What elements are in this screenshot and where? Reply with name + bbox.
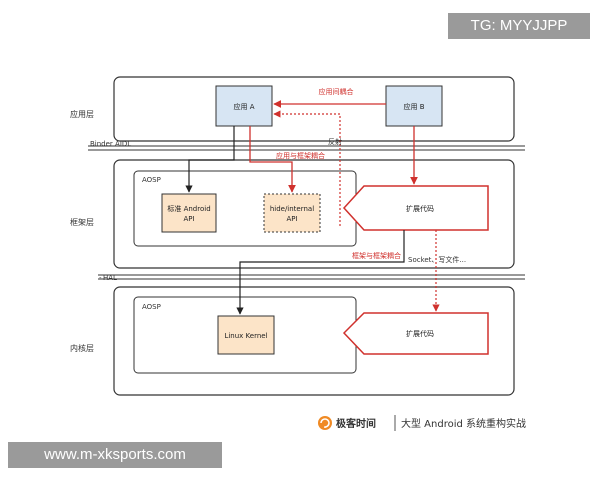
layer-label-framework: 框架层 [70, 217, 94, 227]
hide-api-label-2: API [286, 215, 297, 223]
socket-label: Socket、写文件... [408, 255, 466, 264]
linux-kernel-box [217, 315, 275, 355]
reflection-arrow [273, 110, 341, 226]
brand-course-title: 大型 Android 系统重构实战 [401, 417, 526, 430]
standard-api-label-2: API [183, 215, 194, 223]
kernel-layer-box [113, 286, 515, 396]
binder-label: Binder AIDL [90, 140, 131, 148]
framework-to-kernel-arrow [236, 230, 405, 315]
watermark-website: www.m-xksports.com [8, 442, 222, 468]
hal-label: HAL [103, 274, 117, 282]
app-coupling-label: 应用间耦合 [319, 87, 354, 96]
app-a-to-hide-api-arrow [249, 126, 296, 193]
app-b-box [385, 85, 443, 127]
aosp-framework-label: AOSP [142, 176, 161, 184]
layer-label-app: 应用层 [70, 109, 94, 119]
app-a-label: 应用 A [233, 102, 254, 111]
framework-layer-box [113, 159, 515, 269]
standard-api-label-1: 标准 Android [167, 204, 210, 213]
linux-kernel-label: Linux Kernel [224, 332, 267, 340]
reflection-label: 反射 [328, 137, 342, 146]
hal-label-prefix: - [99, 274, 102, 282]
aosp-kernel-label: AOSP [142, 303, 161, 311]
framework-coupling-label: 框架与框架耦合 [352, 251, 401, 260]
brand-logo-icon [318, 416, 332, 430]
app-b-label: 应用 B [403, 102, 424, 111]
framework-extension-shape [342, 185, 489, 231]
app-a-to-standard-api-arrow [185, 126, 235, 193]
kernel-extension-shape [342, 312, 489, 355]
standard-api-box [161, 193, 217, 233]
app-framework-coupling-label: 应用与框架耦合 [276, 151, 325, 160]
hide-api-box [263, 193, 321, 233]
watermark-telegram: TG: MYYJJPP [448, 13, 590, 39]
kernel-extension-label: 扩展代码 [406, 329, 434, 338]
app-layer-box [113, 76, 515, 142]
brand-logo-text: 极客时间 [336, 417, 376, 430]
hide-api-label-1: hide/internal [270, 205, 314, 213]
layer-label-kernel: 内核层 [70, 343, 94, 353]
framework-extension-label: 扩展代码 [406, 204, 434, 213]
app-a-box [215, 85, 273, 127]
